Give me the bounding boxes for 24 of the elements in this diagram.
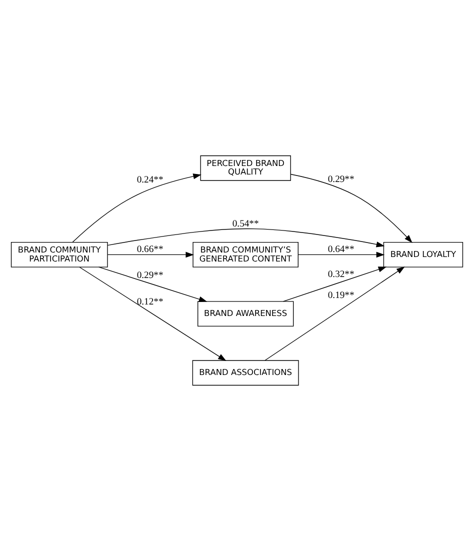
edge-label: 0.64** <box>328 244 354 255</box>
edge-label: 0.24** <box>136 174 164 186</box>
arrow <box>264 266 405 360</box>
arrow <box>72 173 202 242</box>
arrow <box>298 251 385 258</box>
edge-label: 0.32** <box>328 268 354 280</box>
edge-label: 0.12** <box>136 296 164 307</box>
arrow <box>98 266 208 302</box>
edge-label: 0.66** <box>136 244 164 255</box>
edge-label: 0.29** <box>136 270 164 281</box>
edge-label: 0.29** <box>328 173 354 184</box>
node-box: BRAND AWARENESS <box>198 300 294 326</box>
arrow <box>290 173 412 242</box>
edge-label: 0.19** <box>328 290 354 301</box>
node-box: BRAND COMMUNITY’S GENERATED CONTENT <box>192 241 298 267</box>
edge-label: 0.54** <box>232 218 259 230</box>
arrow <box>107 251 194 258</box>
arrow <box>79 266 226 360</box>
arrow <box>107 228 385 247</box>
node-box: PERCEIVED BRAND QUALITY <box>200 154 291 180</box>
node-box: BRAND ASSOCIATIONS <box>192 360 299 386</box>
node-box: BRAND COMMUNITY PARTICIPATION <box>10 241 108 267</box>
node-box: BRAND LOYALTY <box>383 241 464 267</box>
arrow <box>282 266 387 302</box>
